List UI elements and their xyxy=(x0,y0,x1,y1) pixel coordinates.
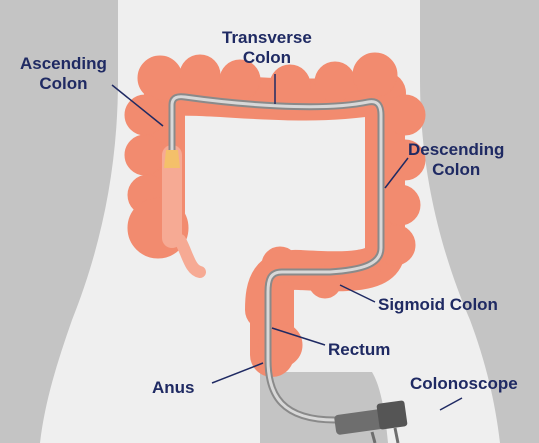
label-transverse-colon: Transverse Colon xyxy=(222,28,312,68)
label-descending-line2: Colon xyxy=(408,160,504,180)
label-sigmoid-colon: Sigmoid Colon xyxy=(378,295,498,315)
label-colonoscope: Colonoscope xyxy=(410,374,518,394)
label-ascending-line1: Ascending xyxy=(20,54,107,74)
label-ascending-line2: Colon xyxy=(20,74,107,94)
label-transverse-line1: Transverse xyxy=(222,28,312,48)
label-descending-line1: Descending xyxy=(408,140,504,160)
label-ascending-colon: Ascending Colon xyxy=(20,54,107,94)
label-rectum: Rectum xyxy=(328,340,390,360)
label-descending-colon: Descending Colon xyxy=(408,140,504,180)
label-transverse-line2: Colon xyxy=(222,48,312,68)
colonoscope-tip xyxy=(164,150,180,168)
label-anus: Anus xyxy=(152,378,195,398)
